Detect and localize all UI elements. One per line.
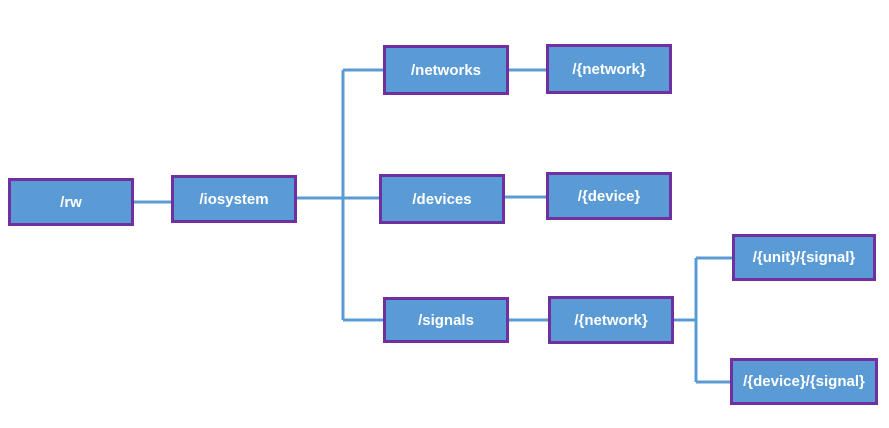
- node-label: /{network}: [572, 60, 646, 78]
- node-signals[interactable]: /signals: [383, 297, 509, 343]
- node-label: /{unit}/{signal}: [752, 249, 856, 266]
- node-iosystem[interactable]: /iosystem: [171, 175, 297, 223]
- node-networks[interactable]: /networks: [383, 45, 509, 95]
- node-device-signal[interactable]: /{device}/{signal}: [730, 358, 878, 405]
- node-label: /{device}/{signal}: [743, 373, 865, 390]
- node-label: /signals: [418, 311, 474, 329]
- node-label: /{network}: [574, 311, 648, 329]
- node-label: /devices: [412, 190, 472, 208]
- node-network-of-signals[interactable]: /{network}: [548, 296, 674, 344]
- node-rw[interactable]: /rw: [8, 178, 134, 226]
- node-label: /rw: [60, 193, 82, 211]
- node-device[interactable]: /{device}: [546, 172, 672, 220]
- node-network-of-networks[interactable]: /{network}: [546, 44, 672, 94]
- node-label: /networks: [410, 61, 482, 79]
- node-unit-signal[interactable]: /{unit}/{signal}: [732, 234, 876, 281]
- node-label: /{device}: [577, 187, 641, 205]
- node-label: /iosystem: [199, 190, 269, 208]
- node-devices[interactable]: /devices: [379, 174, 505, 224]
